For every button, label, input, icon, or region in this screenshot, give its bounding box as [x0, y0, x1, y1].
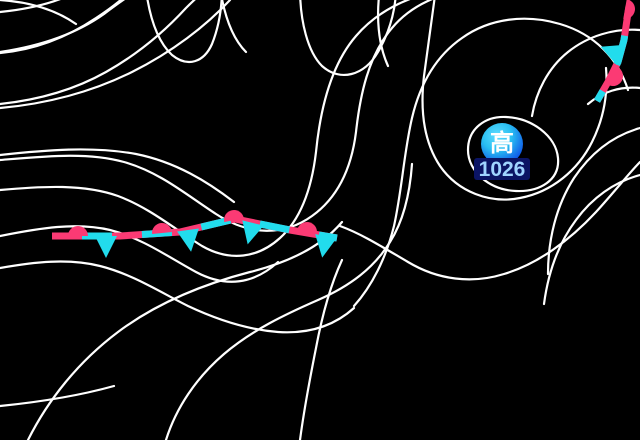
isobar-8	[0, 0, 433, 232]
isobar-26	[221, 0, 248, 54]
isobar-18	[530, 28, 640, 118]
high-pressure-center-disc	[481, 123, 523, 165]
occluded-front-northeast	[593, 0, 635, 103]
occluded-front-main-cold-spike-0	[95, 236, 117, 258]
isobar-20	[338, 160, 640, 281]
occluded-front-main-cold-spike-1	[177, 228, 199, 252]
isobar-24	[546, 126, 640, 276]
isobar-29	[542, 173, 640, 306]
occluded-front-main-warm-bump-1	[152, 223, 172, 235]
isobar-5	[0, 0, 126, 54]
isobar-4	[299, 0, 397, 76]
isobar-7	[0, 0, 232, 110]
occluded-front-main-warm-bump-3	[297, 222, 317, 234]
isobar-13	[164, 162, 414, 440]
occluded-front-main-cold-spike-2	[242, 220, 264, 245]
high-pressure-center-value-background	[474, 158, 530, 180]
isobar-9	[0, 0, 411, 257]
isobar-15	[352, 17, 630, 308]
isobar-23	[0, 0, 78, 26]
isobar-27	[376, 0, 390, 68]
occluded-front-northeast-cold-spike-0	[600, 44, 626, 66]
isobar-6	[0, 0, 196, 106]
isobar-28	[0, 384, 116, 408]
isobar-25	[0, 148, 236, 204]
isobar-14	[298, 258, 344, 440]
occluded-front-main-warm-bump-0	[68, 226, 88, 236]
isobar-10	[0, 225, 280, 283]
isobar-2	[0, 0, 61, 14]
high-pressure-center-value: 1026	[479, 158, 526, 181]
occluded-front-northeast-warm-bump-1	[608, 67, 623, 86]
occluded-front-northeast-warm-bump-0	[623, 0, 635, 19]
isobar-17	[466, 115, 560, 193]
front-layer	[52, 0, 635, 258]
isobar-16	[421, 0, 608, 201]
occluded-front-main-cold-spike-3	[315, 234, 337, 258]
isobar-19	[586, 86, 640, 106]
isobar-3	[146, 0, 223, 64]
isobar-11	[0, 260, 356, 334]
high-pressure-center-symbol: 高	[490, 129, 514, 157]
occluded-front-main	[52, 210, 338, 258]
occluded-front-main-warm-bump-2	[224, 210, 244, 223]
isobar-12	[26, 220, 344, 440]
